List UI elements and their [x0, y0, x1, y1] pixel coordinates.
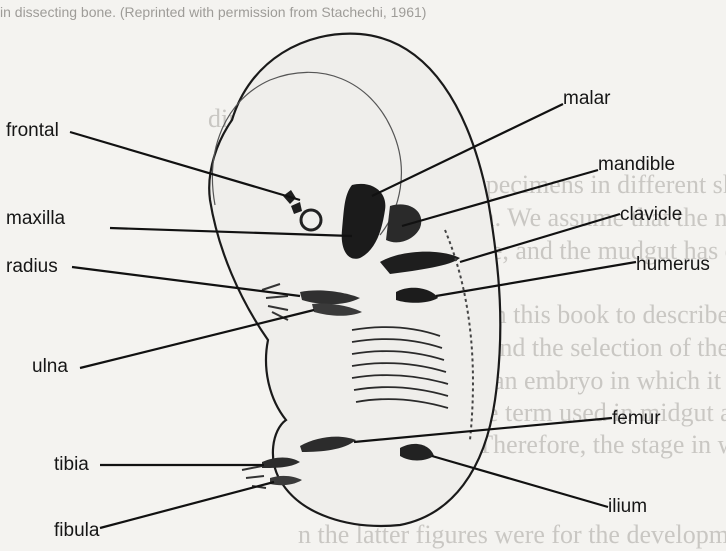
- label-mandible: mandible: [598, 154, 675, 176]
- eye-ring: [301, 210, 321, 230]
- label-tibia: tibia: [54, 454, 89, 476]
- label-ulna: ulna: [32, 356, 68, 378]
- label-frontal: frontal: [6, 120, 59, 142]
- label-clavicle: clavicle: [620, 204, 682, 226]
- label-radius: radius: [6, 256, 58, 278]
- label-malar: malar: [563, 88, 611, 110]
- label-fibula: fibula: [54, 520, 99, 542]
- label-ilium: ilium: [608, 496, 647, 518]
- embryo-outline: [209, 34, 500, 526]
- label-humerus: humerus: [636, 254, 710, 276]
- label-maxilla: maxilla: [6, 208, 65, 230]
- label-femur: femur: [612, 408, 661, 430]
- leader-fibula: [100, 482, 274, 528]
